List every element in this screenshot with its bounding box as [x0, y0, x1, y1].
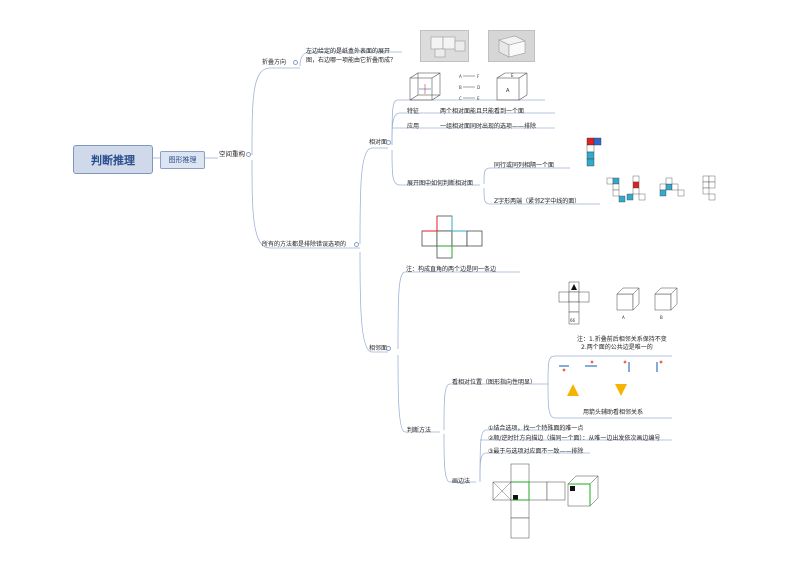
pair-letter-c: C: [459, 96, 462, 101]
topic-adjacent-faces[interactable]: 相邻面: [369, 345, 388, 352]
cube-face-e: E: [511, 73, 514, 78]
draw-edge-net-and-cube: [492, 463, 599, 539]
opposite-trait-text: 两个相对面能且只能看到一个面: [440, 108, 525, 115]
draw-edge-step2: ②顺/逆时针方向描边（描同一个面）：从唯一边出发依次画边编号: [488, 435, 661, 442]
cube-option-b: B: [660, 315, 663, 320]
opposite-rule-z-shape: Z字形两端（紧邻Z字中线的面）: [494, 198, 581, 205]
adjacent-note2-line2: 2.两个面的公共边是唯一的: [581, 344, 653, 351]
net-face-number: 66: [570, 318, 576, 323]
opposite-find-label[interactable]: 展开图中如何判断相对面: [407, 180, 474, 187]
arrow-hint-diagrams: [559, 360, 663, 396]
topic-opposite-faces[interactable]: 相对面: [369, 139, 388, 146]
z-shape-nets: [606, 175, 716, 203]
method-relative-position[interactable]: 看相对位置（图形指向性明显）: [452, 379, 537, 386]
arrow-hint-text: 用箭头辅助看相邻关系: [583, 409, 644, 416]
opposite-use-text: 一组相对面同时出现的选项——排除: [440, 123, 537, 130]
draw-edge-step3: ③最于与选项对应面不一致——排除: [488, 448, 584, 455]
pair-letter-a: A: [459, 74, 462, 79]
draw-edge-step1: ①结合选项，找一个特殊面的唯一点: [488, 425, 584, 432]
method-draw-edge[interactable]: 画边法: [452, 478, 471, 485]
collapse-toggle-opposite[interactable]: [386, 140, 391, 145]
pair-letter-e: E: [477, 96, 480, 101]
adjacent-note-right-angle: 注：构成直角的两个边是同一条边: [406, 266, 497, 273]
collapse-toggle-fold[interactable]: [293, 60, 298, 65]
net-strip-red-blue: [586, 137, 602, 167]
fold-question-line1: 左边给定的是纸盒外表面的展开: [306, 48, 391, 55]
symbol-net-and-cubes: 66 A B: [558, 281, 678, 325]
opposite-trait-label[interactable]: 特征: [407, 108, 420, 115]
adjacent-note2-line1: 注：1.折叠前后相邻关系保持不变: [577, 336, 667, 343]
opposite-rule-same-row: 同行或同列相隔一个面: [494, 162, 555, 169]
collapse-toggle-all-methods[interactable]: [354, 242, 359, 247]
main-topic[interactable]: 图形推理: [160, 151, 205, 169]
adjacent-net-diagram: [421, 215, 483, 259]
topic-fold-direction[interactable]: 折叠方向: [262, 59, 287, 66]
cube-face-a: A: [506, 88, 510, 94]
opposite-use-label[interactable]: 应用: [407, 123, 420, 130]
collapse-toggle-spatial[interactable]: [246, 152, 251, 157]
topic-spatial-reconstruction[interactable]: 空间重构: [219, 150, 245, 158]
topic-judge-method[interactable]: 判断方法: [407, 427, 432, 434]
collapse-toggle-adjacent[interactable]: [386, 346, 391, 351]
pair-letter-f: F: [477, 74, 480, 79]
root-topic[interactable]: 判断推理: [73, 145, 153, 174]
folded-box-sketch-1: [430, 36, 466, 58]
cube-option-a: A: [622, 315, 625, 320]
question-photo-box: [488, 30, 535, 62]
pair-letter-d: D: [477, 85, 480, 90]
question-photo-net: [420, 30, 469, 62]
opposite-cube-diagrams: A F B D C E A E: [409, 72, 528, 101]
fold-question-line2: 图，右边哪一项能由它折叠而成？: [306, 57, 397, 64]
pair-letter-b: B: [459, 85, 462, 90]
folded-box-sketch-2: [498, 35, 526, 58]
topic-all-methods-exclude[interactable]: 所有的方法都是排除错误选项的: [262, 241, 347, 248]
